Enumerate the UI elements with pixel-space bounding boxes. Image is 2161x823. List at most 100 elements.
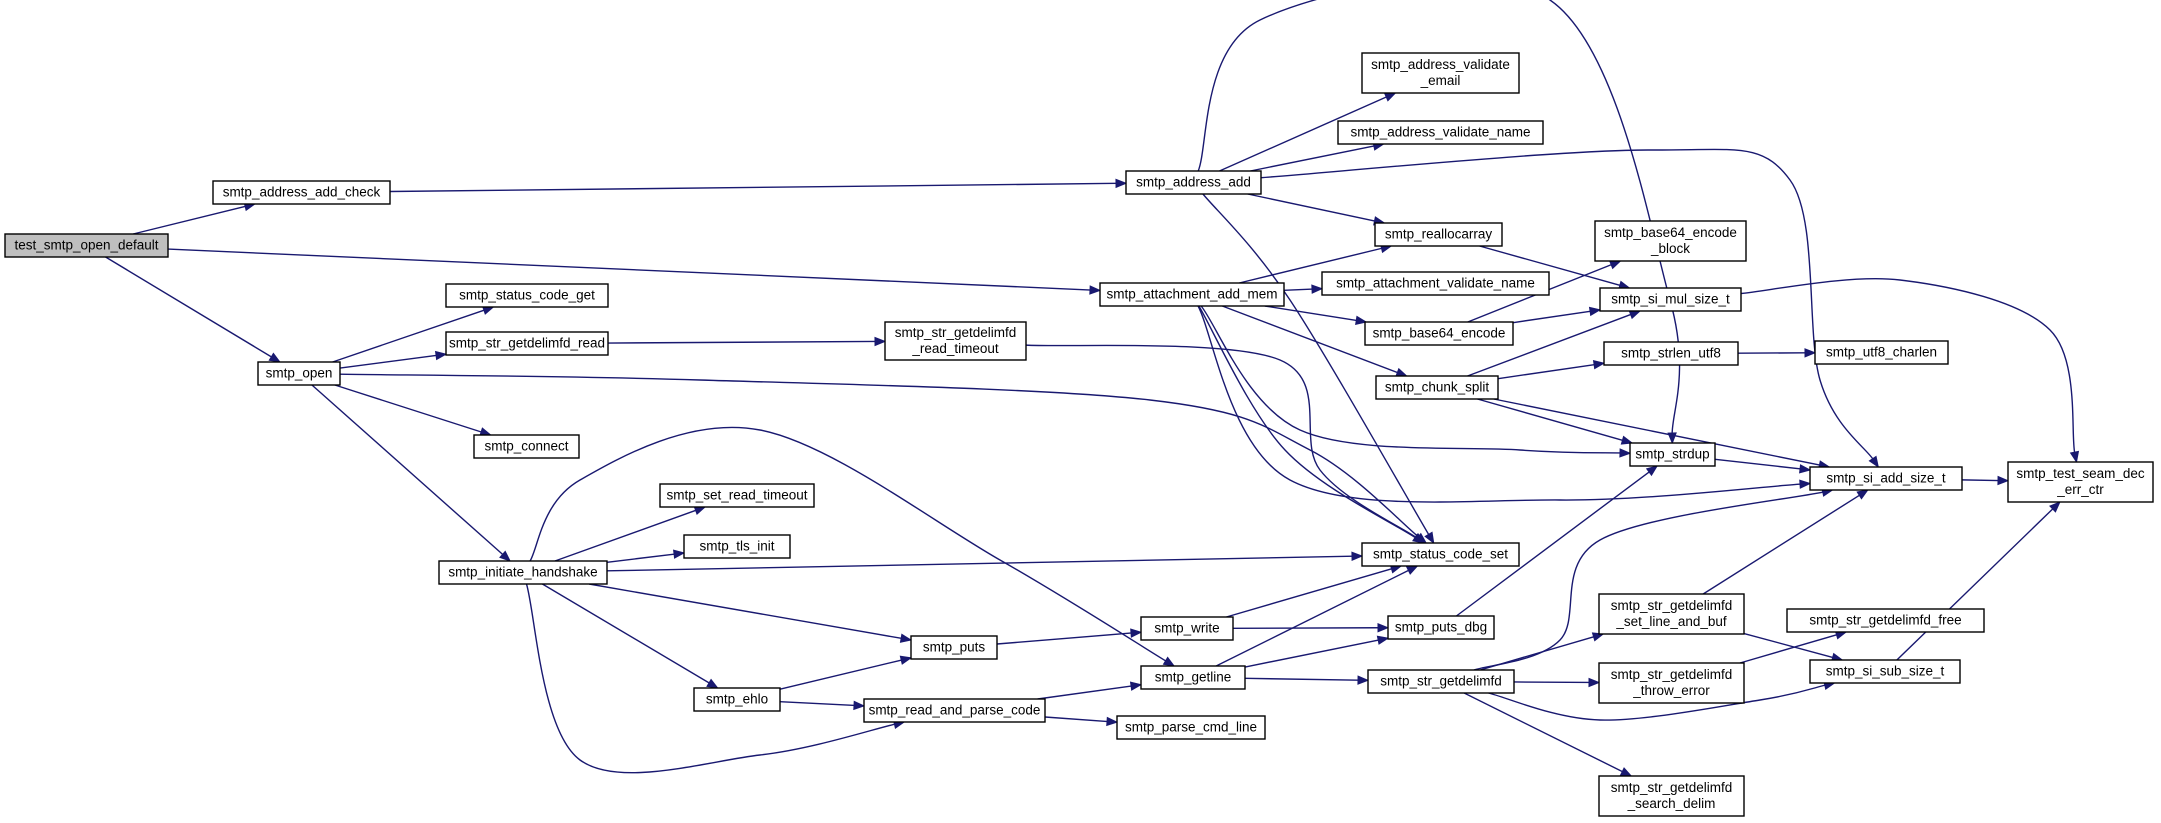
node-label: smtp_status_code_set (1373, 547, 1508, 562)
node-smtp-status-code-get[interactable]: smtp_status_code_get (445, 283, 609, 308)
edge-line (1222, 305, 1399, 374)
arrowhead-icon (874, 336, 887, 347)
arrowhead-icon (1377, 623, 1390, 633)
node-box (445, 331, 609, 356)
node-smtp-puts-dbg[interactable]: smtp_puts_dbg (1387, 615, 1495, 640)
node-smtp-test-seam-dec-err-ctr[interactable]: smtp_test_seam_dec_err_ctr (2007, 461, 2154, 503)
edge-smtp-initiate-handshake-to-smtp-tls-init (606, 549, 686, 563)
edge-line (105, 256, 273, 358)
edge-smtp-base64-encode-to-smtp-si-mul-size-t (1512, 306, 1602, 324)
edge-smtp-puts-dbg-to-smtp-strdup (1455, 465, 1659, 617)
node-smtp-read-and-parse-code[interactable]: smtp_read_and_parse_code (863, 698, 1046, 723)
node-smtp-si-mul-size-t[interactable]: smtp_si_mul_size_t (1599, 287, 1742, 312)
edge-line (1200, 305, 1622, 454)
node-test-smtp-open-default[interactable]: test_smtp_open_default (4, 233, 169, 258)
node-smtp-parse-cmd-line[interactable]: smtp_parse_cmd_line (1116, 715, 1266, 740)
edge-smtp-str-getdelimfd-to-smtp-str-getdelimfd-throw-error (1513, 677, 1601, 688)
edge-line (1239, 247, 1383, 284)
node-smtp-str-getdelimfd-throw-error[interactable]: smtp_str_getdelimfd_throw_error (1598, 662, 1745, 704)
node-smtp-chunk-split[interactable]: smtp_chunk_split (1375, 375, 1499, 400)
node-box (693, 687, 781, 712)
node-box (212, 180, 391, 205)
node-box (1594, 220, 1747, 262)
node-smtp-connect[interactable]: smtp_connect (473, 434, 580, 459)
node-smtp-str-getdelimfd-free[interactable]: smtp_str_getdelimfd_free (1786, 608, 1985, 633)
edge-line (339, 354, 438, 369)
edge-line (1497, 363, 1596, 380)
node-smtp-open[interactable]: smtp_open (257, 361, 341, 386)
edge-smtp-getline-to-smtp-status-code-set (1215, 565, 1419, 667)
edge-line (1961, 479, 2000, 482)
arrowhead-icon (268, 352, 282, 363)
node-box (863, 698, 1046, 723)
edge-line (606, 555, 1354, 572)
node-smtp-attachment-add-mem[interactable]: smtp_attachment_add_mem (1099, 282, 1285, 307)
node-smtp-puts[interactable]: smtp_puts (910, 635, 998, 660)
edge-smtp-address-add-to-smtp-si-add-size-t (1260, 148, 1880, 469)
node-box (1598, 593, 1745, 635)
node-label: smtp_puts_dbg (1395, 620, 1487, 635)
node-label: smtp_str_getdelimfd_free (1809, 613, 1961, 628)
node-smtp-str-getdelimfd-search-delim[interactable]: smtp_str_getdelimfd_search_delim (1598, 775, 1745, 817)
arrowhead-icon (2069, 450, 2080, 464)
arrowhead-icon (1311, 284, 1324, 294)
arrowhead-icon (1591, 632, 1605, 642)
node-box (1364, 321, 1514, 346)
arrowhead-icon (853, 700, 866, 711)
edge-test-smtp-open-default-to-smtp-open (105, 256, 282, 363)
node-label: smtp_si_mul_size_t (1611, 292, 1730, 307)
node-smtp-si-add-size-t[interactable]: smtp_si_add_size_t (1809, 466, 1963, 491)
node-smtp-utf8-charlen[interactable]: smtp_utf8_charlen (1814, 340, 1949, 365)
arrowhead-icon (1395, 367, 1408, 377)
node-label: smtp_test_seam_dec (2016, 466, 2145, 481)
node-label: smtp_si_add_size_t (1826, 471, 1946, 486)
edge-line (1488, 684, 1826, 721)
node-smtp-status-code-set[interactable]: smtp_status_code_set (1361, 542, 1520, 567)
node-smtp-ehlo[interactable]: smtp_ehlo (693, 687, 781, 712)
edge-smtp-attachment-add-mem-to-smtp-si-add-size-t (1197, 305, 1812, 503)
arrowhead-icon (706, 678, 719, 689)
edge-smtp-address-add-to-smtp-address-validate-name (1250, 141, 1386, 172)
edge-smtp-str-getdelimfd-to-smtp-str-getdelimfd-search-delim (1463, 692, 1633, 777)
edge-line (167, 248, 1092, 291)
node-box (1809, 466, 1963, 491)
node-smtp-base64-encode-block[interactable]: smtp_base64_encode_block (1594, 220, 1747, 262)
node-smtp-str-getdelimfd-set-line-and-buf[interactable]: smtp_str_getdelimfd_set_line_and_buf (1598, 593, 1745, 635)
edge-line (1037, 685, 1133, 700)
edge-smtp-chunk-split-to-smtp-si-mul-size-t (1467, 310, 1642, 377)
edge-line (339, 373, 1420, 538)
edge-line (1743, 632, 1834, 659)
node-smtp-initiate-handshake[interactable]: smtp_initiate_handshake (438, 560, 608, 585)
node-smtp-str-getdelimfd-read-timeout[interactable]: smtp_str_getdelimfd_read_timeout (884, 321, 1027, 361)
edge-line (1250, 145, 1376, 172)
node-smtp-address-validate-email[interactable]: smtp_address_validate_email (1361, 52, 1520, 94)
node-smtp-write[interactable]: smtp_write (1140, 616, 1234, 641)
node-smtp-address-validate-name[interactable]: smtp_address_validate_name (1337, 120, 1544, 145)
node-smtp-str-getdelimfd[interactable]: smtp_str_getdelimfd (1367, 669, 1515, 694)
node-smtp-reallocarray[interactable]: smtp_reallocarray (1374, 222, 1503, 247)
node-smtp-set-read-timeout[interactable]: smtp_set_read_timeout (659, 483, 815, 508)
node-smtp-address-add-check[interactable]: smtp_address_add_check (212, 180, 391, 205)
edge-line (1260, 148, 1874, 460)
node-smtp-str-getdelimfd-read[interactable]: smtp_str_getdelimfd_read (445, 331, 609, 356)
node-label: smtp_str_getdelimfd_read (449, 336, 605, 351)
edge-line (1467, 313, 1632, 377)
edge-line (1477, 398, 1624, 442)
edge-smtp-initiate-handshake-to-smtp-ehlo (542, 583, 719, 689)
node-smtp-strlen-utf8[interactable]: smtp_strlen_utf8 (1603, 341, 1739, 366)
node-box (1125, 170, 1262, 195)
node-smtp-strdup[interactable]: smtp_strdup (1629, 442, 1716, 467)
node-label: smtp_str_getdelimfd (1611, 780, 1733, 795)
node-smtp-attachment-validate-name[interactable]: smtp_attachment_validate_name (1321, 271, 1550, 296)
node-smtp-tls-init[interactable]: smtp_tls_init (683, 534, 791, 559)
edge-smtp-read-and-parse-code-to-smtp-parse-cmd-line (1044, 716, 1119, 727)
node-smtp-si-sub-size-t[interactable]: smtp_si_sub_size_t (1809, 659, 1961, 684)
node-smtp-address-add[interactable]: smtp_address_add (1125, 170, 1262, 195)
edge-smtp-str-getdelimfd-set-line-and-buf-to-smtp-si-add-size-t (1702, 489, 1869, 595)
edge-line (1226, 567, 1393, 618)
arrowhead-icon (1804, 348, 1817, 358)
arrowhead-icon (1588, 677, 1601, 688)
node-smtp-base64-encode[interactable]: smtp_base64_encode (1364, 321, 1514, 346)
node-smtp-getline[interactable]: smtp_getline (1140, 665, 1246, 690)
